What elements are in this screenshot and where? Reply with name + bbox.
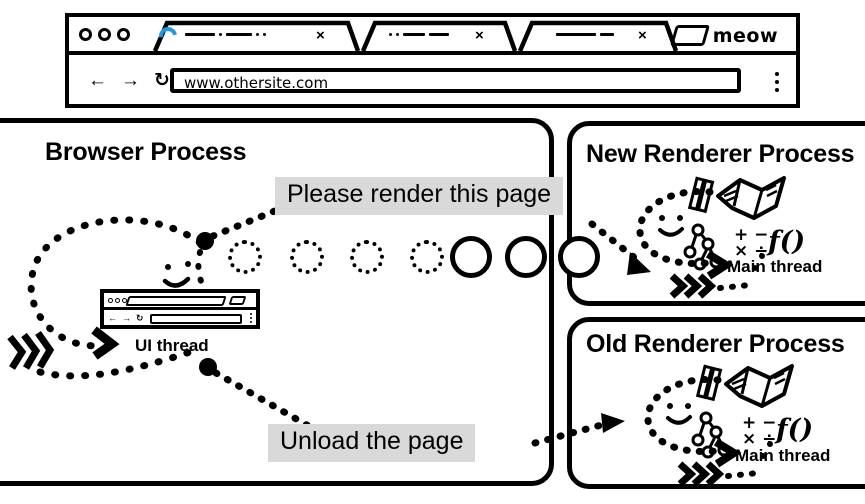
main-thread-motion-chevrons-icon	[669, 273, 717, 299]
dom-tree-icon	[691, 411, 731, 459]
tab-shape-icon	[517, 20, 679, 52]
tab-1[interactable]: ×	[145, 20, 361, 52]
pencils-icon	[695, 364, 723, 402]
open-book-icon	[716, 176, 786, 220]
brand-label: meow	[712, 25, 778, 47]
url-text[interactable]: www.othersite.com	[184, 74, 329, 92]
tab-1-close-icon[interactable]: ×	[316, 27, 325, 44]
pipeline-solid-circle-boundary	[558, 236, 600, 278]
tab-shape-icon	[152, 20, 361, 52]
tab-3-close-icon[interactable]: ×	[638, 27, 647, 44]
new-tab-icon[interactable]	[669, 25, 711, 46]
tab-3[interactable]: ×	[512, 20, 679, 52]
pencils-icon	[687, 176, 715, 214]
new-renderer-process-box	[567, 121, 865, 306]
window-controls[interactable]	[79, 28, 130, 41]
browser-process-title: Browser Process	[45, 138, 247, 166]
kebab-menu-icon[interactable]	[775, 72, 779, 92]
tab-2-title-placeholder	[389, 33, 449, 36]
tab-2[interactable]: ×	[355, 20, 518, 52]
pipeline-dotted-circle	[228, 240, 262, 274]
new-renderer-process-title: New Renderer Process	[586, 140, 855, 168]
old-renderer-process-box	[567, 317, 865, 489]
pipeline-dotted-circle	[350, 240, 384, 274]
render-message-label: Please render this page	[275, 177, 564, 215]
tab-1-title-placeholder	[185, 33, 266, 36]
window-dot-minimize[interactable]	[98, 28, 111, 41]
tab-shape-icon	[360, 20, 518, 52]
old-renderer-thread-label: Main thread	[735, 446, 831, 465]
unload-message-label: Unload the page	[268, 424, 476, 462]
pipeline-solid-circle	[505, 236, 547, 278]
tab-2-close-icon[interactable]: ×	[475, 27, 484, 44]
function-icon: f()	[774, 414, 813, 445]
window-dot-maximize[interactable]	[117, 28, 130, 41]
browser-window: × × × meow ← → ↻ ww	[65, 13, 800, 108]
window-dot-close[interactable]	[79, 28, 92, 41]
forward-button[interactable]: →	[121, 70, 140, 91]
ui-thread-browser-body-icon: ←→↻	[100, 289, 260, 329]
old-renderer-main-thread-glyph: + − × ÷ f()	[644, 364, 813, 487]
pipeline-solid-circle	[450, 236, 492, 278]
ui-thread-label: UI thread	[135, 336, 209, 355]
svg-text:+ −: + −	[734, 225, 768, 245]
dom-tree-icon	[683, 223, 723, 271]
pipeline-dotted-circle	[410, 240, 444, 274]
new-renderer-thread-label: Main thread	[727, 257, 823, 276]
main-thread-loop-path	[644, 375, 728, 456]
pipeline-dotted-circle	[290, 240, 324, 274]
new-renderer-main-thread-glyph: + − × ÷ f()	[636, 176, 805, 299]
tab-3-title-placeholder	[556, 33, 614, 36]
svg-text:+ −: + −	[742, 413, 776, 433]
toolbar: ← → ↻ www.othersite.com	[69, 55, 796, 108]
main-thread-loop-path	[636, 187, 720, 268]
main-thread-motion-chevrons-icon	[677, 461, 725, 487]
tab-strip: × × × meow	[69, 17, 796, 55]
browser-content-divider	[65, 104, 800, 108]
function-icon: f()	[766, 226, 805, 257]
old-renderer-process-title: Old Renderer Process	[586, 330, 845, 358]
open-book-icon	[724, 364, 794, 408]
back-button[interactable]: ←	[88, 70, 107, 91]
url-bar[interactable]: www.othersite.com	[170, 68, 741, 93]
reload-button[interactable]: ↻	[154, 70, 170, 91]
